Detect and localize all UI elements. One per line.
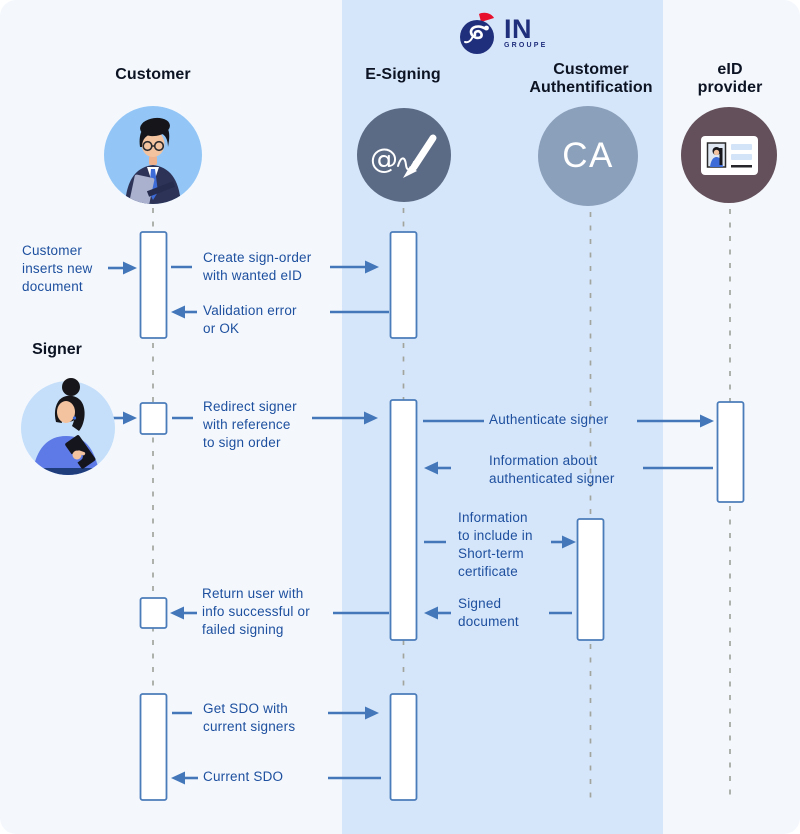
customer-avatar <box>104 106 202 209</box>
lane-header-customer: Customer <box>115 66 191 83</box>
message-label-info-authenticated: Information about authenticated signer <box>489 453 615 486</box>
activation-customer-4 <box>139 693 168 801</box>
arrow-customer-inserts-document <box>108 261 137 275</box>
signer-avatar <box>18 374 118 487</box>
arrow-info-authenticated-signer <box>424 461 713 475</box>
in-groupe-logo: IN GROUPE <box>458 11 548 55</box>
activation-eid-provider <box>716 401 745 503</box>
at-glyph: @ <box>370 142 398 175</box>
arrow-signed-document <box>424 606 572 620</box>
message-label-current-sdo: Current SDO <box>203 769 284 784</box>
arrow-current-sdo <box>171 771 381 785</box>
activation-customer-1 <box>139 231 168 339</box>
id-card-icon <box>681 107 777 203</box>
arrow-create-sign-order <box>171 260 379 274</box>
message-label-customer-inserts: Customer inserts new document <box>22 243 93 294</box>
message-label-redirect-signer: Redirect signer with reference to sign o… <box>203 399 297 450</box>
activation-customer-3 <box>139 597 168 629</box>
activation-esigning-1 <box>389 231 418 339</box>
arrow-return-user <box>170 606 389 620</box>
eid-provider-avatar <box>681 107 777 208</box>
signature-pen-icon: @ <box>357 108 451 202</box>
message-label-certificate-info: Information to include in Short-term cer… <box>458 510 533 579</box>
arrow-get-sdo <box>172 706 379 720</box>
message-label-create-sign-order: Create sign-order with wanted eID <box>203 250 312 283</box>
ca-glyph-text: CA <box>562 136 614 175</box>
esigning-avatar: @ <box>357 108 451 207</box>
signer-heading: Signer <box>32 341 82 358</box>
activation-esigning-2 <box>389 399 418 641</box>
logo-brand: IN <box>504 13 532 44</box>
arrow-certificate-info <box>424 535 576 549</box>
lane-header-esigning: E-Signing <box>365 66 441 83</box>
ca-avatar: CA <box>538 106 638 206</box>
message-label-return-user: Return user with info successful or fail… <box>202 586 310 637</box>
signer-person-icon <box>21 378 115 475</box>
arrow-validation-error <box>171 305 389 319</box>
arrow-redirect-signer <box>110 411 378 425</box>
message-label-get-sdo: Get SDO with current signers <box>203 701 296 734</box>
salamander-logo-icon <box>460 12 494 54</box>
activation-customer-2 <box>139 402 168 435</box>
lane-header-eid-provider: eID provider <box>697 61 763 96</box>
activation-esigning-3 <box>389 693 418 801</box>
message-label-signed-document: Signed document <box>458 596 519 629</box>
activation-ca <box>576 518 605 641</box>
logo-sub: GROUPE <box>504 41 548 49</box>
lane-header-customer-authentification: Customer Authentification <box>529 61 653 96</box>
customer-person-icon <box>104 106 202 204</box>
arrow-authenticate-signer <box>423 414 714 428</box>
message-label-validation-error: Validation error or OK <box>203 303 297 336</box>
logo-text: IN GROUPE <box>504 13 548 49</box>
message-label-authenticate-signer: Authenticate signer <box>489 412 609 427</box>
